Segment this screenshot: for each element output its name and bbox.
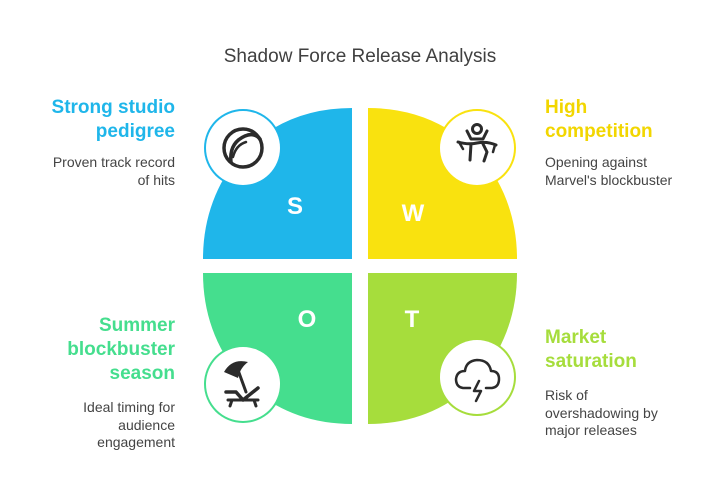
strengths-description-line: of hits xyxy=(137,171,175,188)
weaknesses-description: Opening against Marvel's blockbuster xyxy=(545,154,672,189)
threats-heading-line: Market xyxy=(545,327,607,348)
storm-cloud-icon xyxy=(438,338,516,416)
threats-description-line: overshadowing by xyxy=(545,404,658,421)
weaknesses-heading-line: High xyxy=(545,97,588,118)
ball-icon xyxy=(204,109,282,187)
threats-letter: T xyxy=(405,306,420,333)
weaknesses-description-line: Opening against xyxy=(545,154,647,170)
opportunities-heading-line: blockbuster xyxy=(67,339,175,360)
strengths-description-line: Proven track record xyxy=(52,154,175,170)
weaknesses-letter: W xyxy=(402,200,425,227)
opportunities-quadrant xyxy=(203,273,352,424)
weaknesses-heading: High competition xyxy=(545,96,653,144)
strengths-description: Proven track record of hits xyxy=(53,154,175,189)
opportunities-heading-line: season xyxy=(109,363,175,384)
opportunities-description: Ideal timing for audience engagement xyxy=(83,399,175,452)
opportunities-heading-line: Summer xyxy=(98,315,175,336)
weaknesses-description-line: Marvel's blockbuster xyxy=(545,171,673,188)
opportunities-description-line: engagement xyxy=(97,434,175,450)
threats-quadrant xyxy=(368,273,517,424)
threats-heading-line: saturation xyxy=(545,351,637,372)
threats-description-line: major releases xyxy=(545,422,637,438)
weaknesses-quadrant xyxy=(368,108,517,259)
opportunities-heading: Summer blockbuster season xyxy=(67,314,175,386)
threats-description-line: Risk of xyxy=(545,387,588,403)
threats-description: Risk of overshadowing by major releases xyxy=(545,387,658,440)
opportunities-description-line: Ideal timing for xyxy=(83,399,175,415)
threats-heading: Market saturation xyxy=(545,326,637,374)
diagram-title: Shadow Force Release Analysis xyxy=(223,46,497,67)
opportunities-letter: O xyxy=(298,306,317,333)
strengths-quadrant xyxy=(203,108,352,259)
finish-line-runner-icon xyxy=(438,109,516,187)
opportunities-description-line: audience xyxy=(118,416,175,433)
strengths-heading: Strong studio pedigree xyxy=(52,96,175,144)
beach-umbrella-icon xyxy=(204,345,282,423)
weaknesses-heading-line: competition xyxy=(545,121,653,142)
strengths-heading-line: Strong studio xyxy=(51,97,175,118)
strengths-letter: S xyxy=(287,193,303,220)
strengths-heading-line: pedigree xyxy=(95,121,175,142)
